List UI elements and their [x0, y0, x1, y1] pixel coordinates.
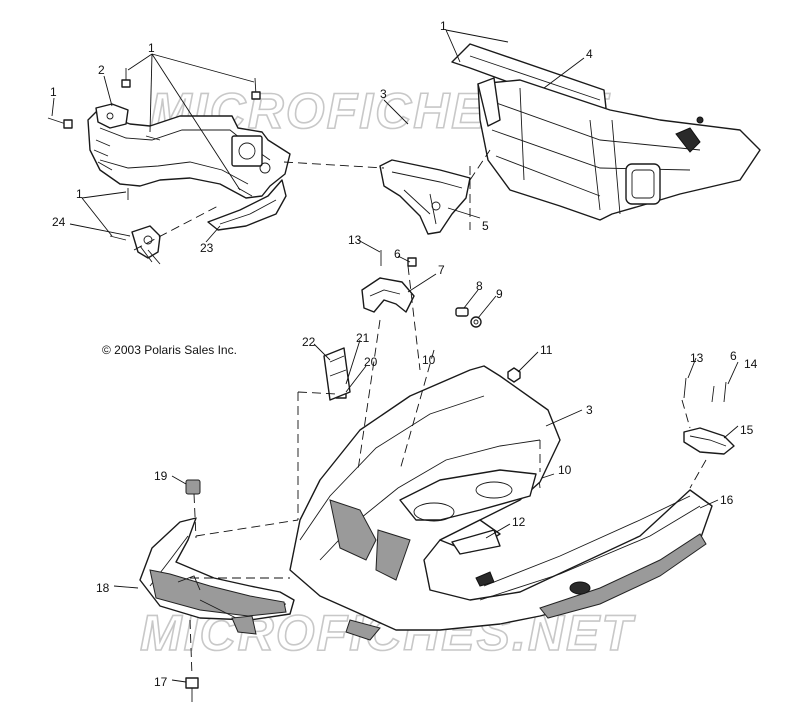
front-bracket-assembly — [47, 68, 291, 265]
callout-18: 18 — [96, 581, 110, 595]
callout-11: 11 — [540, 343, 553, 357]
callout-13-a: 13 — [348, 233, 362, 247]
callouts: 1 2 1 1 24 23 3 1 4 5 13 6 7 8 9 22 21 2… — [50, 19, 758, 689]
chassis-frame — [451, 43, 761, 221]
front-bumper — [139, 517, 295, 635]
callout-24: 24 — [52, 215, 66, 229]
part-15 — [683, 427, 735, 455]
callout-9: 9 — [496, 287, 503, 301]
bracket-7 — [361, 277, 415, 313]
leader-lines — [51, 29, 739, 683]
hood-nose-pan — [289, 365, 713, 641]
callout-6-a: 6 — [394, 247, 401, 261]
callout-14: 14 — [744, 357, 758, 371]
callout-3-top: 3 — [380, 87, 387, 101]
callout-6-b: 6 — [730, 349, 737, 363]
plate-22 — [323, 347, 351, 401]
callout-20: 20 — [364, 355, 378, 369]
callout-17: 17 — [154, 675, 168, 689]
callout-3-mid: 3 — [586, 403, 593, 417]
callout-5: 5 — [482, 219, 489, 233]
center-bracket — [379, 159, 471, 235]
callout-1-c: 1 — [76, 187, 83, 201]
callout-12: 12 — [512, 515, 526, 529]
callout-13-b: 13 — [690, 351, 704, 365]
callout-23: 23 — [200, 241, 214, 255]
copyright-notice: © 2003 Polaris Sales Inc. — [102, 343, 237, 357]
callout-19: 19 — [154, 469, 168, 483]
callout-4: 4 — [586, 47, 593, 61]
callout-8: 8 — [476, 279, 483, 293]
callout-7: 7 — [438, 263, 445, 277]
callout-1-d: 1 — [440, 19, 447, 33]
callout-16: 16 — [720, 493, 734, 507]
callout-10-b: 10 — [558, 463, 572, 477]
callout-1-a: 1 — [148, 41, 155, 55]
callout-1-b: 1 — [50, 85, 57, 99]
callout-10-a: 10 — [422, 353, 436, 367]
callout-22: 22 — [302, 335, 316, 349]
callout-21: 21 — [356, 331, 370, 345]
callout-15: 15 — [740, 423, 754, 437]
callout-2: 2 — [98, 63, 105, 77]
